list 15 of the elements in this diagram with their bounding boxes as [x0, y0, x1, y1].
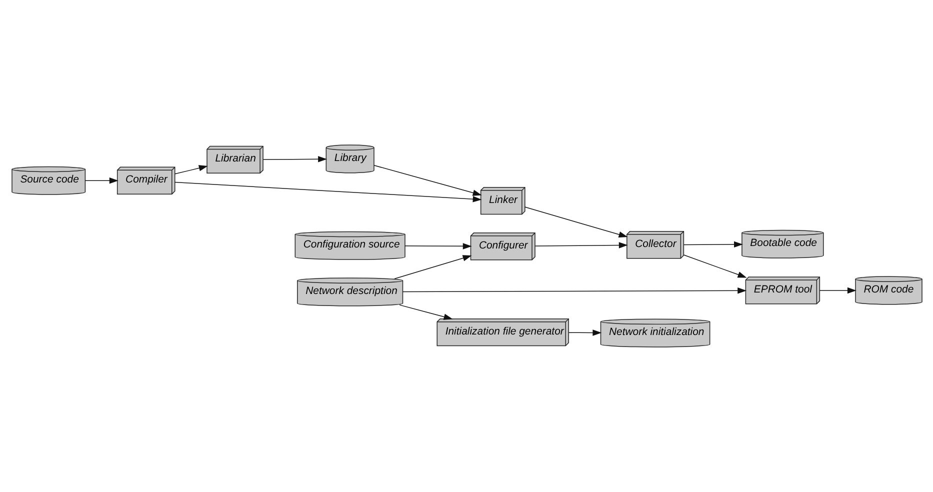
arrow	[174, 165, 208, 174]
arrow	[524, 206, 628, 238]
arrow	[84, 177, 118, 184]
arrow	[262, 156, 327, 162]
arrow	[818, 287, 856, 294]
arrow	[394, 255, 472, 280]
arrow	[683, 241, 742, 248]
arrow	[534, 242, 628, 248]
arrow	[373, 165, 482, 196]
arrow	[568, 330, 602, 336]
arrow	[402, 287, 746, 294]
arrow	[683, 254, 746, 278]
arrow	[404, 243, 472, 250]
arrow	[174, 182, 482, 202]
arrow	[398, 304, 452, 320]
